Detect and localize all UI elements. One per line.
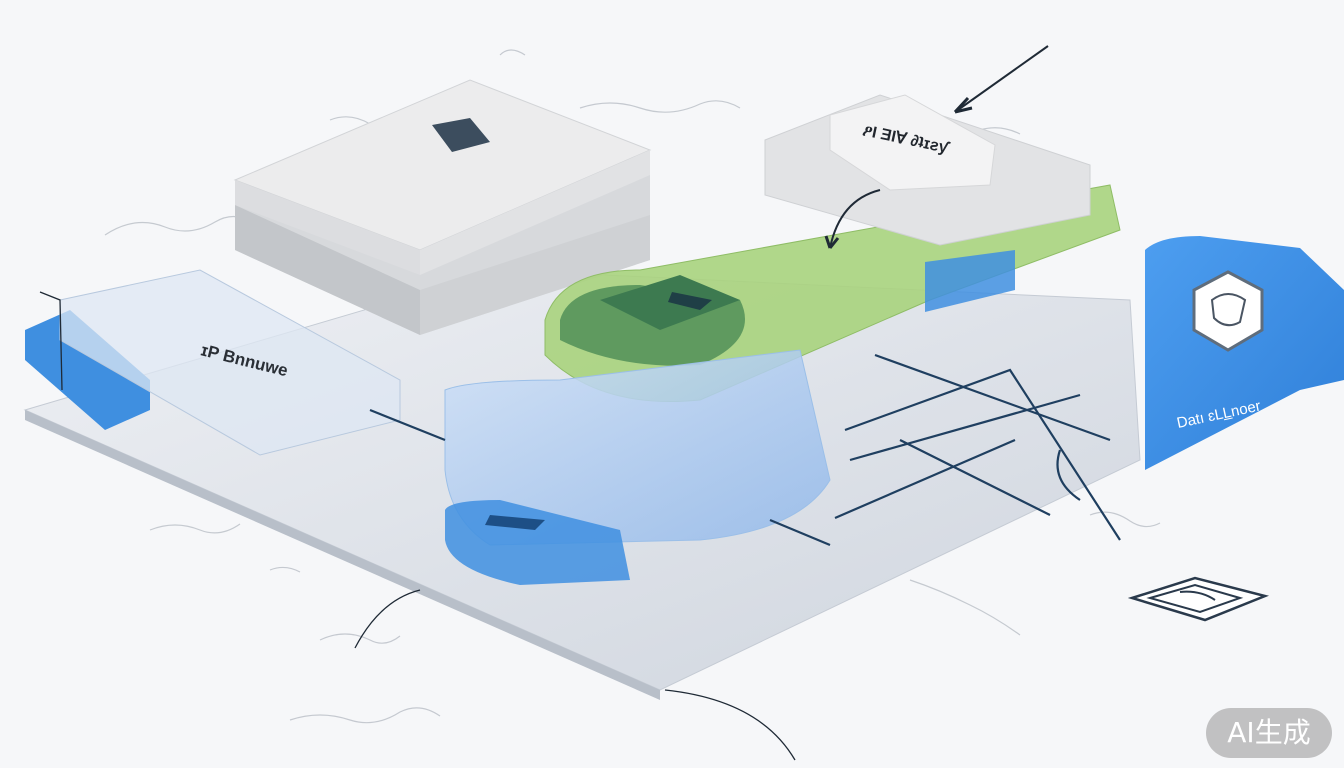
blue-glass-module [444, 349, 831, 585]
top-right-gray-block: ዖI ƎI∀ ∂ʇɪƨƴ [764, 94, 1091, 246]
right-blue-panel: Datı ɛLL̲noer [1145, 236, 1344, 470]
ai-generated-badge: AI生成 [1206, 708, 1332, 758]
hexagon-badge-icon [1192, 270, 1264, 352]
base-platform-edge [25, 410, 660, 700]
hanging-cables [39, 291, 796, 761]
green-module [544, 184, 1121, 403]
left-blue-rail [25, 310, 150, 430]
device-chip-icon [668, 292, 712, 310]
gray-stacked-block [233, 79, 652, 335]
arrow-in-top-right [954, 45, 1049, 113]
left-glass-strip [59, 269, 401, 456]
arrow-curved [829, 189, 881, 249]
crate-icon [432, 118, 490, 152]
blue-connector-block [925, 250, 1015, 312]
document-stack-icon [1127, 576, 1270, 622]
connector-wires [369, 353, 1121, 547]
flow-arrows [824, 45, 1049, 249]
